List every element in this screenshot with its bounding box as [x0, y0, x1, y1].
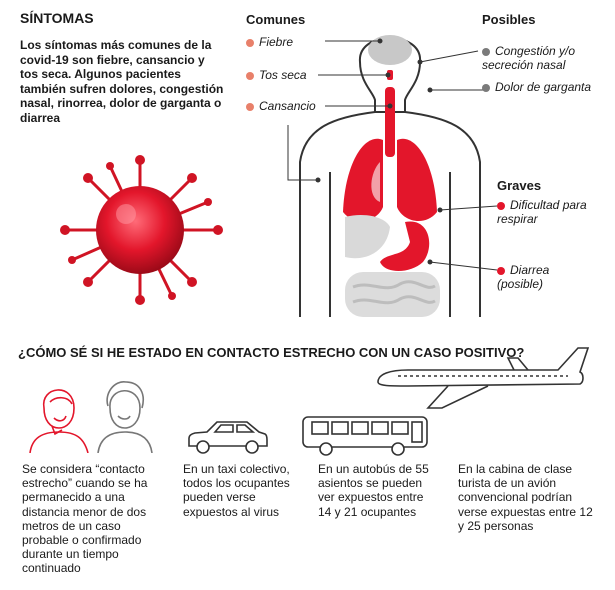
symptom-dificultad-respirar: Dificultad para respirar — [497, 198, 587, 226]
contacto-title: ¿CÓMO SÉ SI HE ESTADO EN CONTACTO ESTREC… — [18, 345, 525, 360]
bullet-icon — [497, 266, 505, 275]
symptom-diarrea: Diarrea (posible) — [497, 263, 550, 291]
symptom-tos-seca: Tos seca — [246, 68, 307, 82]
caption-contacto-estrecho: Se considera “contacto estrecho” cuando … — [22, 462, 148, 576]
caption-taxi: En un taxi colectivo, todos los ocupante… — [183, 462, 290, 519]
bullet-icon — [246, 38, 254, 47]
symptom-cansancio: Cansancio — [246, 99, 316, 113]
bullet-icon — [482, 47, 490, 56]
bullet-icon — [497, 201, 505, 210]
taxi-icon — [188, 421, 268, 454]
leader-lines — [287, 38, 498, 271]
comunes-title: Comunes — [246, 12, 306, 27]
bus-icon — [302, 416, 428, 456]
sintomas-title: SÍNTOMAS — [20, 10, 94, 26]
symptom-congestion: Congestión y/o secreción nasal — [482, 44, 576, 72]
bullet-icon — [482, 83, 490, 92]
symptom-fiebre: Fiebre — [246, 35, 293, 49]
bullet-icon — [246, 71, 254, 80]
caption-autobus: En un autobús de 55 asientos se pueden v… — [318, 462, 429, 519]
graves-title: Graves — [497, 178, 542, 193]
posibles-title: Posibles — [482, 12, 536, 27]
bullet-icon — [246, 102, 254, 111]
airplane-icon — [377, 347, 590, 409]
caption-avion: En la cabina de clase turista de un avió… — [458, 462, 593, 533]
symptom-dolor-garganta: Dolor de garganta — [482, 80, 592, 94]
people-icon — [29, 381, 153, 453]
virus-icon — [60, 155, 223, 305]
sintomas-intro: Los síntomas más comunes de la covid-19 … — [20, 38, 224, 125]
human-body-icon — [299, 35, 481, 317]
